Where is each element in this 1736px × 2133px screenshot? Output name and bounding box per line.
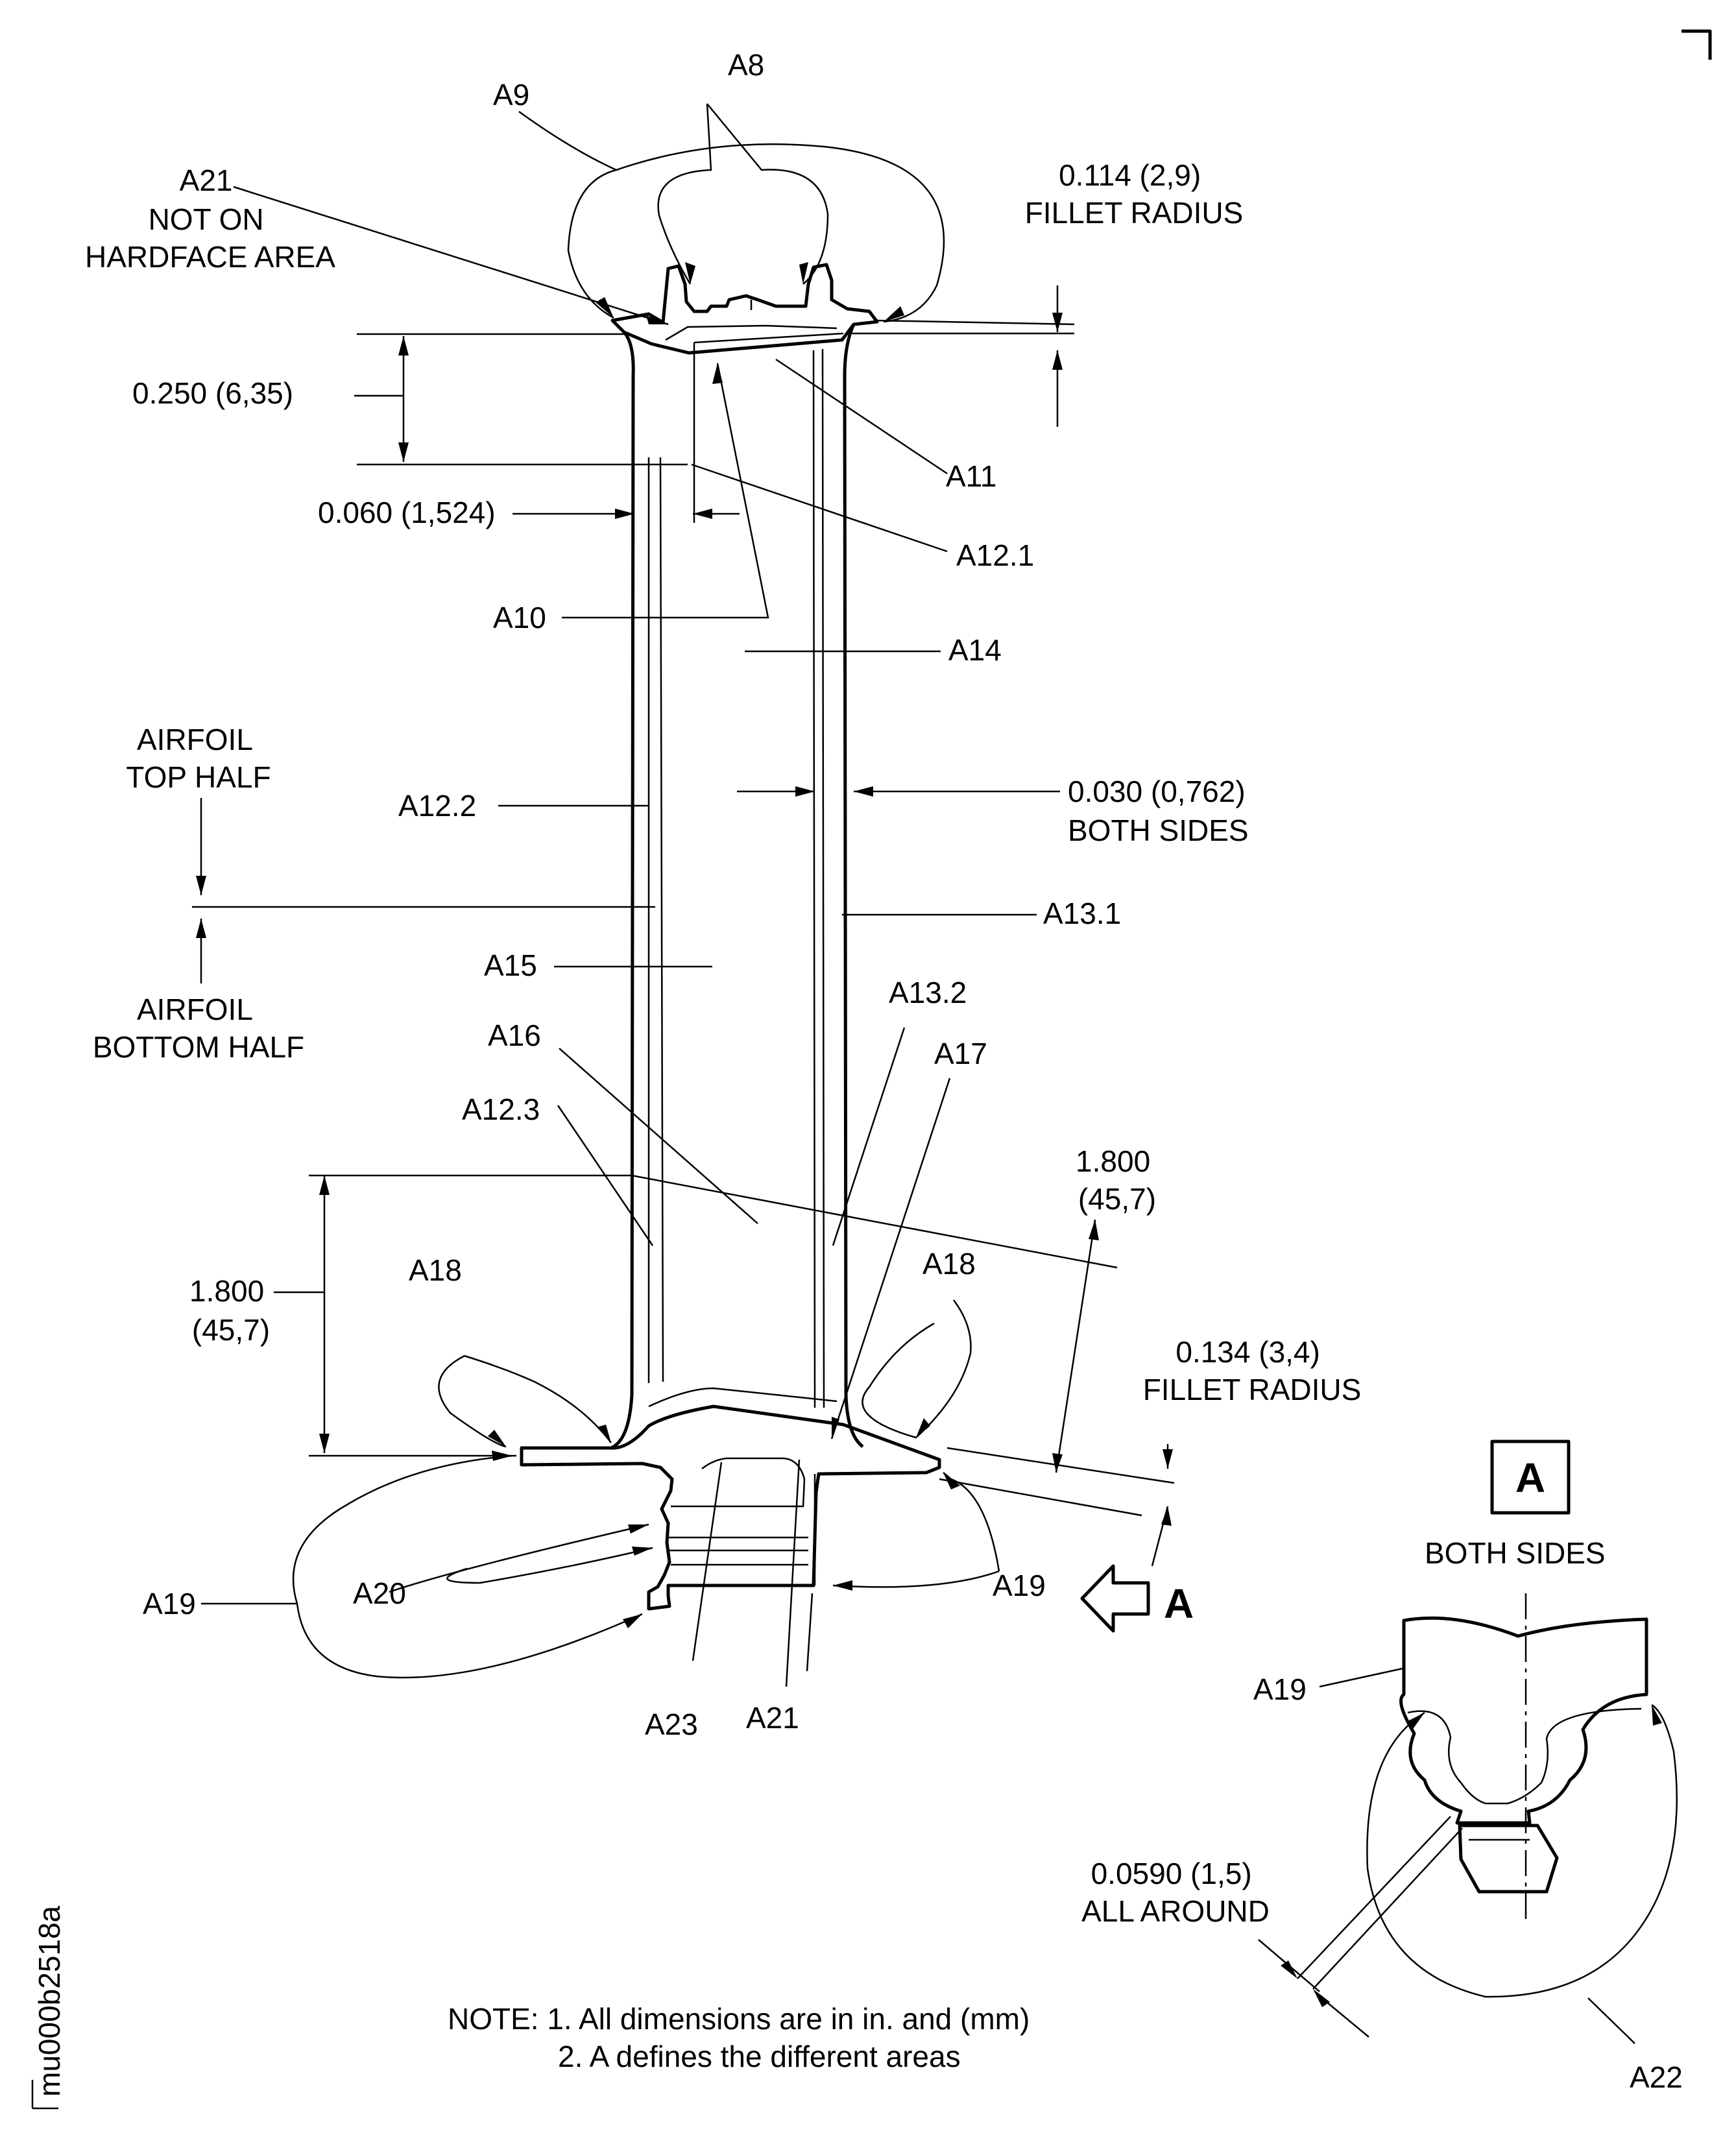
drawing-id-bracket [31, 2080, 58, 2110]
label-airfoil-top: AIRFOIL TOP HALF [126, 723, 271, 794]
label-a21-top: A21 NOT ON HARDFACE AREA [85, 163, 335, 274]
blade-platform-root [520, 1387, 941, 1611]
label-airfoil-bottom: AIRFOIL BOTTOM HALF [93, 993, 304, 1064]
detail-a-box [1490, 1440, 1571, 1515]
arrowheads [196, 262, 1662, 2007]
note-2: 2. A defines the different areas [558, 2040, 961, 2073]
label-dim-1800-right: 1.800 (45,7) [1076, 1144, 1159, 1216]
label-a13-1: A13.1 [1043, 897, 1121, 930]
label-fillet-top: 0.114 (2,9) FILLET RADIUS [1025, 158, 1244, 230]
label-a12-2: A12.2 [398, 789, 476, 823]
label-a18-right: A18 [922, 1247, 976, 1281]
detail-view-a [1366, 1440, 1678, 1998]
label-a12-3: A12.3 [462, 1092, 540, 1126]
label-a13-2: A13.2 [889, 976, 967, 1009]
note-1: NOTE: 1. All dimensions are in in. and (… [448, 2002, 1030, 2036]
blade-airfoil [610, 323, 864, 1450]
label-dim-0060: 0.060 (1,524) [318, 496, 496, 529]
label-both-sides: BOTH SIDES [1425, 1536, 1606, 1570]
label-a16: A16 [488, 1018, 541, 1052]
label-a22: A22 [1630, 2060, 1683, 2094]
label-dim-1800-left: 1.800 (45,7) [189, 1274, 272, 1347]
label-dim-0250: 0.250 (6,35) [132, 376, 293, 410]
label-a11: A11 [946, 459, 996, 493]
drawing-id: mu000b2518a [32, 1905, 66, 2097]
label-dim-0590: 0.0590 (1,5) ALL AROUND [1081, 1857, 1270, 1928]
label-a17: A17 [934, 1037, 987, 1070]
label-a15: A15 [484, 948, 537, 982]
view-a-arrow-icon [1080, 1564, 1150, 1633]
label-detail-box: A [1515, 1454, 1545, 1501]
label-a21-bottom: A21 [746, 1701, 799, 1735]
label-a18-left: A18 [409, 1253, 462, 1287]
label-a10: A10 [493, 601, 546, 634]
detail-a22-leader-loop [1366, 1704, 1678, 1998]
label-a19-detail: A19 [1253, 1672, 1307, 1706]
label-a20: A20 [353, 1576, 406, 1610]
label-dim-0030: 0.030 (0,762) BOTH SIDES [1068, 775, 1253, 847]
label-a9: A9 [493, 78, 529, 112]
label-a23: A23 [645, 1707, 698, 1741]
corner-mark [1682, 29, 1712, 60]
blade-shroud [610, 263, 879, 355]
label-fillet-bottom: 0.134 (3,4) FILLET RADIUS [1143, 1335, 1362, 1406]
label-a8: A8 [728, 48, 764, 82]
label-a12-1: A12.1 [956, 538, 1034, 572]
label-a19-right: A19 [993, 1569, 1046, 1602]
leaders [192, 103, 1635, 2044]
label-a19-left: A19 [143, 1587, 196, 1621]
label-a14: A14 [948, 633, 1002, 667]
label-view-arrow-a: A [1164, 1580, 1194, 1627]
